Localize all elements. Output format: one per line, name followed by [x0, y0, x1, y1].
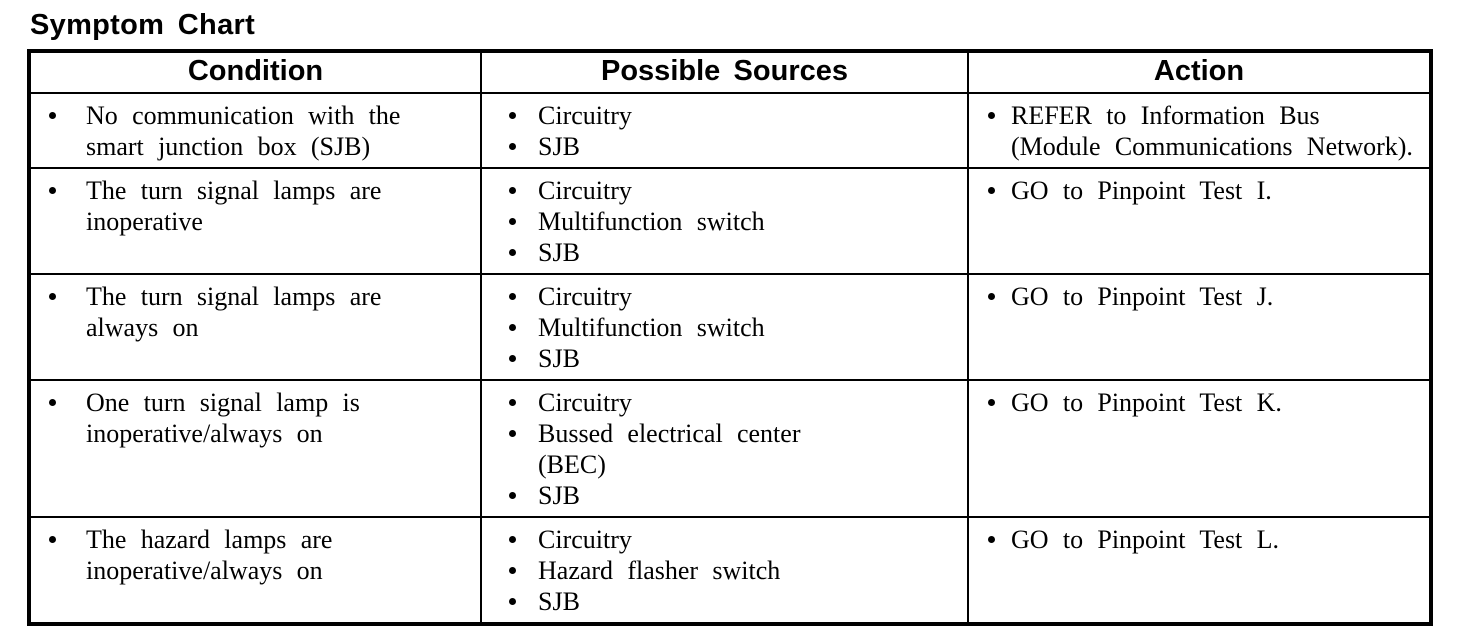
list-item: Multifunction switch [482, 312, 963, 343]
source-text: Hazard flasher switch [538, 556, 781, 585]
source-text: Circuitry [538, 176, 632, 205]
possible-sources-cell: Circuitry Hazard flasher switch SJB [480, 516, 969, 625]
list-item: The turn signal lamps are inoperative [31, 175, 476, 237]
condition-text: One turn signal lamp is inoperative/alwa… [86, 388, 360, 448]
action-cell: GO to Pinpoint Test K. [967, 379, 1432, 518]
bullet-icon [509, 187, 516, 194]
page-title: Symptom Chart [30, 9, 256, 41]
bullet-icon [509, 249, 516, 256]
source-text: Circuitry [538, 525, 632, 554]
header-cell-action: Action [967, 50, 1432, 94]
list-item: Circuitry [482, 281, 963, 312]
action-cell: GO to Pinpoint Test J. [967, 273, 1432, 381]
list-item: The hazard lamps are inoperative/always … [31, 524, 476, 586]
bullet-icon [49, 187, 56, 194]
action-text: GO to Pinpoint Test J. [1011, 282, 1274, 311]
bullet-icon [509, 536, 516, 543]
condition-text: The hazard lamps are inoperative/always … [86, 525, 333, 585]
list-item: REFER to Information Bus (Module Communi… [969, 100, 1425, 162]
header-cell-possible-sources: Possible Sources [480, 50, 969, 94]
list-item: SJB [482, 237, 963, 268]
condition-cell: The turn signal lamps are inoperative [28, 167, 482, 275]
action-text: REFER to Information Bus (Module Communi… [1011, 101, 1413, 161]
bullet-icon [988, 293, 995, 300]
list-item: Circuitry [482, 387, 963, 418]
possible-sources-cell: Circuitry Bussed electrical center (BEC)… [480, 379, 969, 518]
source-text: Circuitry [538, 388, 632, 417]
table-row: The turn signal lamps are inoperative Ci… [28, 167, 1432, 275]
list-item: Circuitry [482, 524, 963, 555]
source-text: Circuitry [538, 101, 632, 130]
action-text: GO to Pinpoint Test K. [1011, 388, 1282, 417]
action-text: GO to Pinpoint Test L. [1011, 525, 1279, 554]
list-item: SJB [482, 480, 963, 511]
condition-cell: One turn signal lamp is inoperative/alwa… [28, 379, 482, 518]
list-item: Hazard flasher switch [482, 555, 963, 586]
source-text: Multifunction switch [538, 207, 765, 236]
bullet-icon [509, 399, 516, 406]
condition-text: The turn signal lamps are always on [86, 282, 382, 342]
possible-sources-cell: Circuitry Multifunction switch SJB [480, 273, 969, 381]
bullet-icon [509, 355, 516, 362]
bullet-icon [988, 536, 995, 543]
action-text: GO to Pinpoint Test I. [1011, 176, 1272, 205]
list-item: The turn signal lamps are always on [31, 281, 476, 343]
list-item: Bussed electrical center (BEC) [482, 418, 963, 480]
list-item: SJB [482, 131, 963, 162]
bullet-icon [509, 143, 516, 150]
condition-cell: No communication with the smart junction… [28, 92, 482, 169]
header-cell-condition: Condition [28, 50, 482, 94]
list-item: SJB [482, 586, 963, 617]
list-item: Circuitry [482, 100, 963, 131]
list-item: No communication with the smart junction… [31, 100, 476, 162]
possible-sources-cell: Circuitry SJB [480, 92, 969, 169]
source-text: SJB [538, 344, 580, 373]
bullet-icon [509, 293, 516, 300]
source-text: SJB [538, 587, 580, 616]
source-text: Circuitry [538, 282, 632, 311]
symptom-chart-table: Condition Possible Sources Action No com… [27, 49, 1433, 626]
list-item: SJB [482, 343, 963, 374]
action-cell: GO to Pinpoint Test I. [967, 167, 1432, 275]
bullet-icon [509, 492, 516, 499]
table-row: The turn signal lamps are always on Circ… [28, 273, 1432, 381]
list-item: Circuitry [482, 175, 963, 206]
list-item: GO to Pinpoint Test I. [969, 175, 1425, 206]
action-cell: REFER to Information Bus (Module Communi… [967, 92, 1432, 169]
source-text: Multifunction switch [538, 313, 765, 342]
bullet-icon [509, 112, 516, 119]
list-item: GO to Pinpoint Test K. [969, 387, 1425, 418]
bullet-icon [509, 324, 516, 331]
possible-sources-cell: Circuitry Multifunction switch SJB [480, 167, 969, 275]
bullet-icon [49, 399, 56, 406]
bullet-icon [49, 536, 56, 543]
source-text: SJB [538, 481, 580, 510]
source-text: Bussed electrical center (BEC) [538, 419, 801, 479]
table-row: No communication with the smart junction… [28, 92, 1432, 169]
list-item: GO to Pinpoint Test J. [969, 281, 1425, 312]
action-cell: GO to Pinpoint Test L. [967, 516, 1432, 625]
table-row: The hazard lamps are inoperative/always … [28, 516, 1432, 625]
bullet-icon [988, 187, 995, 194]
list-item: GO to Pinpoint Test L. [969, 524, 1425, 555]
bullet-icon [509, 430, 516, 437]
source-text: SJB [538, 132, 580, 161]
condition-text: The turn signal lamps are inoperative [86, 176, 382, 236]
table-row: One turn signal lamp is inoperative/alwa… [28, 379, 1432, 518]
bullet-icon [988, 112, 995, 119]
bullet-icon [49, 293, 56, 300]
bullet-icon [509, 598, 516, 605]
bullet-icon [49, 112, 56, 119]
source-text: SJB [538, 238, 580, 267]
condition-cell: The hazard lamps are inoperative/always … [28, 516, 482, 625]
bullet-icon [988, 399, 995, 406]
bullet-icon [509, 567, 516, 574]
bullet-icon [509, 218, 516, 225]
condition-cell: The turn signal lamps are always on [28, 273, 482, 381]
condition-text: No communication with the smart junction… [86, 101, 401, 161]
header-row: Condition Possible Sources Action [28, 50, 1432, 94]
list-item: Multifunction switch [482, 206, 963, 237]
list-item: One turn signal lamp is inoperative/alwa… [31, 387, 476, 449]
